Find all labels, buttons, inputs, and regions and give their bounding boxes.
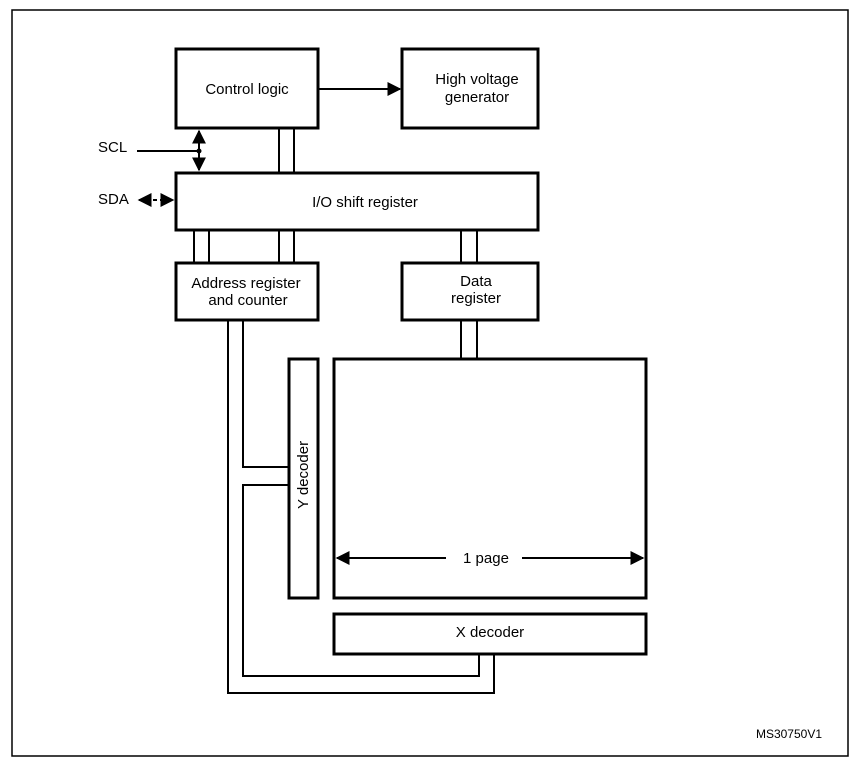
bus-io-to-address-right bbox=[278, 230, 295, 263]
address-register-label-line1: Address register bbox=[191, 275, 300, 292]
figure-id: MS30750V1 bbox=[756, 727, 822, 741]
hv-generator-label-line1: High voltage bbox=[435, 71, 518, 88]
io-shift-register-block: I/O shift register bbox=[174, 171, 540, 232]
sda-signal: SDA bbox=[98, 191, 175, 208]
y-decoder-block: Y decoder bbox=[287, 357, 320, 600]
bus-data-to-array bbox=[460, 320, 478, 359]
io-shift-register-label: I/O shift register bbox=[312, 194, 418, 211]
page-label: 1 page bbox=[463, 550, 509, 567]
data-register-label-line2: register bbox=[451, 290, 501, 307]
control-logic-label: Control logic bbox=[205, 81, 289, 98]
x-decoder-block: X decoder bbox=[332, 612, 648, 656]
memory-array-block: 1 page bbox=[332, 357, 648, 600]
x-decoder-label: X decoder bbox=[456, 624, 524, 641]
address-register-label-line2: and counter bbox=[208, 292, 287, 309]
bus-io-to-address-left bbox=[193, 230, 210, 263]
high-voltage-generator-block: High voltage generator bbox=[400, 47, 540, 130]
hv-generator-label-line2: generator bbox=[445, 89, 509, 106]
address-register-block: Address register and counter bbox=[174, 261, 320, 322]
figure-border bbox=[11, 9, 849, 757]
bus-io-to-data bbox=[460, 230, 478, 263]
scl-label: SCL bbox=[98, 139, 127, 156]
sda-label: SDA bbox=[98, 191, 129, 208]
data-register-block: Data register bbox=[400, 261, 540, 322]
scl-signal: SCL bbox=[98, 129, 206, 172]
bus-address-to-x-decoder bbox=[242, 484, 480, 677]
data-register-label-line1: Data bbox=[460, 273, 492, 290]
bus-control-to-io bbox=[278, 128, 295, 173]
y-decoder-label: Y decoder bbox=[295, 441, 312, 509]
control-logic-block: Control logic bbox=[174, 47, 320, 130]
bus-address-to-y-decoder bbox=[227, 320, 495, 694]
